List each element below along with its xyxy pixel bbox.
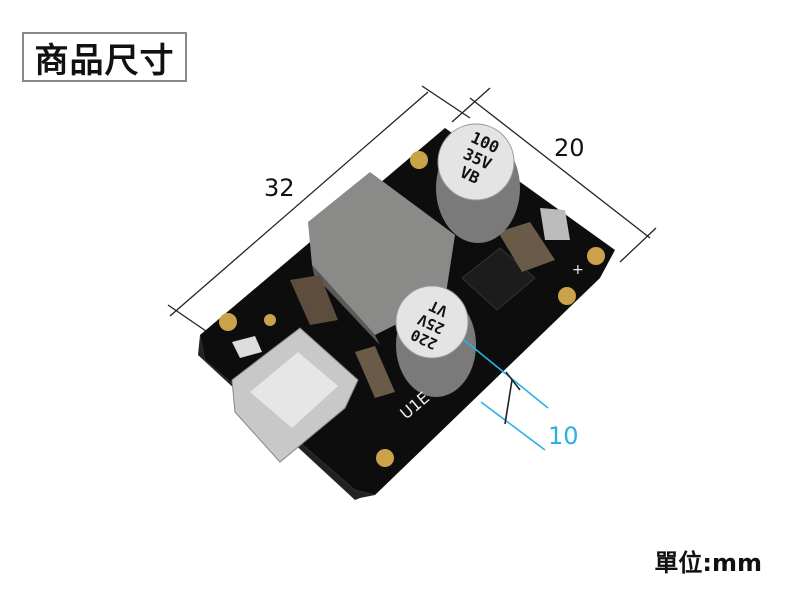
width-label: 20 (554, 134, 585, 162)
height-line-bottom (480, 401, 546, 451)
resistor-bottom (355, 346, 395, 398)
led (232, 336, 262, 358)
height-label: 10 (548, 422, 579, 450)
pad-top (410, 151, 428, 169)
resistor-top (498, 222, 555, 272)
page-title: 商品尺寸 (22, 32, 187, 82)
pad-bottom (376, 449, 394, 467)
pad-small (264, 314, 276, 326)
length-arrow-line (169, 91, 429, 317)
capacitor-bottom-line-3: VT (426, 296, 450, 320)
capacitor-top-lid (437, 123, 515, 201)
height-line-top (463, 339, 549, 409)
plus-marking: + (572, 262, 584, 278)
pad-right (587, 247, 605, 265)
resistor-left (290, 275, 338, 325)
width-dimension (451, 87, 657, 263)
ic-chip (461, 247, 536, 311)
pcb-board: 100 35V VB 220 25V VT U1E + (198, 123, 615, 500)
width-arrow-line (469, 97, 651, 239)
unit-label: 單位:mm (654, 549, 762, 577)
pad-left (219, 313, 237, 331)
length-label: 32 (264, 174, 295, 202)
width-tick-bottom (619, 227, 657, 263)
height-dimension (463, 339, 549, 451)
smd-component (540, 208, 570, 240)
capacitor-bottom-lid (395, 285, 469, 359)
width-tick-top (451, 87, 491, 123)
height-tick (504, 379, 513, 425)
pad-right-lower (558, 287, 576, 305)
